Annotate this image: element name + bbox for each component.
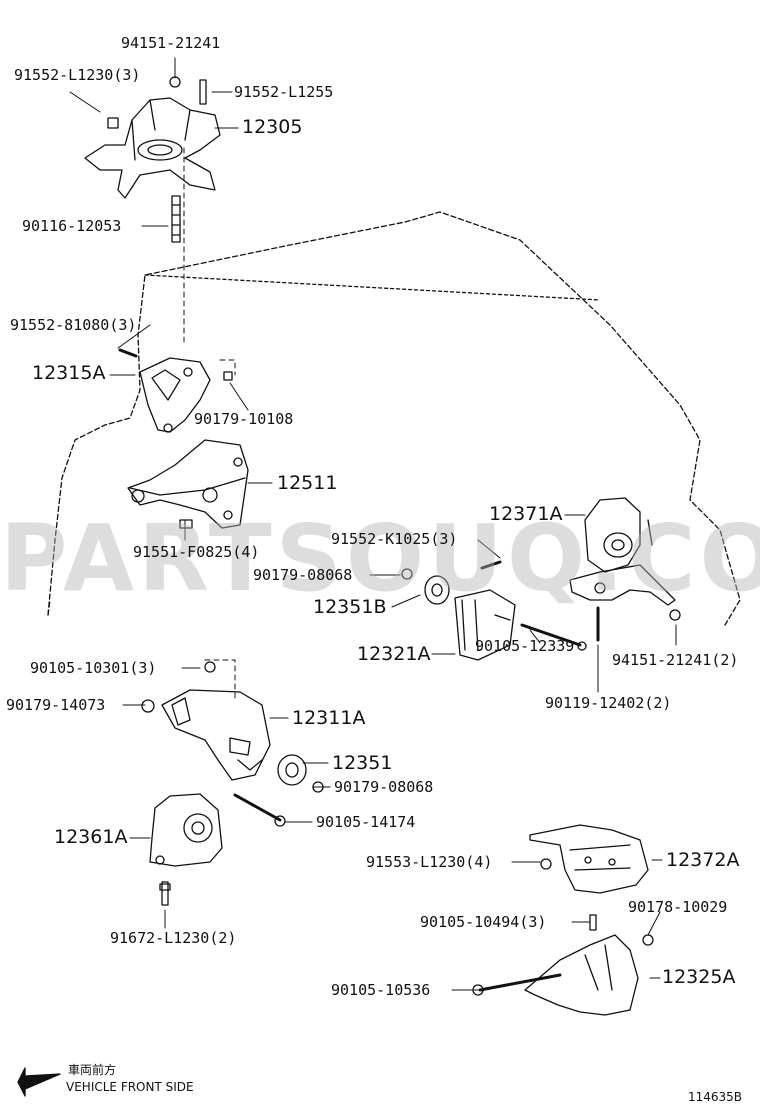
- part-12361A-mount: [149, 793, 223, 906]
- label-91551-F0825: 91551-F0825(4): [133, 543, 260, 561]
- part-12315A-bracket: [118, 348, 233, 433]
- label-91552-81080: 91552-81080(3): [10, 316, 137, 334]
- label-12351B: 12351B: [313, 596, 387, 618]
- part-12305-mount: [84, 76, 221, 243]
- label-90105-12339: 90105-12339: [475, 637, 575, 655]
- part-12372A-mount: [529, 824, 649, 894]
- label-12371A: 12371A: [489, 503, 563, 525]
- label-90178-10029: 90178-10029: [628, 898, 728, 916]
- label-90105-10494: 90105-10494(3): [420, 913, 547, 931]
- front-direction-arrow-icon: [17, 1067, 61, 1097]
- label-90179-08068-b: 90179-08068: [334, 778, 434, 796]
- label-12361A: 12361A: [54, 826, 128, 848]
- label-90116-12053: 90116-12053: [22, 217, 122, 235]
- label-91552-K1025: 91552-K1025(3): [331, 530, 458, 548]
- label-90179-14073: 90179-14073: [6, 696, 106, 714]
- label-12511: 12511: [277, 472, 338, 494]
- part-12371A-mount: [569, 497, 681, 642]
- label-90105-10301: 90105-10301(3): [30, 659, 157, 677]
- label-12325A: 12325A: [662, 966, 736, 988]
- label-12372A: 12372A: [666, 849, 740, 871]
- label-90105-10536: 90105-10536: [331, 981, 431, 999]
- label-90179-10108: 90179-10108: [194, 410, 294, 428]
- label-12305: 12305: [242, 116, 303, 138]
- direction-label-en: VEHICLE FRONT SIDE: [66, 1080, 194, 1094]
- label-94151-21241: 94151-21241: [121, 34, 221, 52]
- part-12311A-bracket: [141, 661, 324, 827]
- part-12325A-bracket: [472, 914, 654, 1016]
- figure-id: 114635B: [688, 1090, 743, 1104]
- part-12321A-bracket: [401, 560, 587, 661]
- label-90105-14174: 90105-14174: [316, 813, 416, 831]
- label-12321A: 12321A: [357, 643, 431, 665]
- label-12315A: 12315A: [32, 362, 106, 384]
- label-91552-L1230: 91552-L1230(3): [14, 66, 141, 84]
- leader-lines: [69, 57, 677, 991]
- label-94151-21241-2: 94151-21241(2): [612, 651, 739, 669]
- label-90119-12402: 90119-12402(2): [545, 694, 672, 712]
- watermark: PARTSOUQ.COM: [0, 505, 760, 612]
- label-91553-L1230: 91553-L1230(4): [366, 853, 493, 871]
- label-90179-08068-a: 90179-08068: [253, 566, 353, 584]
- engine-outline: [47, 211, 741, 626]
- part-12511-bracket: [127, 439, 249, 529]
- label-91672-L1230: 91672-L1230(2): [110, 929, 237, 947]
- label-91552-L1255: 91552-L1255: [234, 83, 334, 101]
- label-12351: 12351: [332, 752, 393, 774]
- direction-label-jp: 車両前方: [68, 1063, 117, 1077]
- label-12311A: 12311A: [292, 707, 366, 729]
